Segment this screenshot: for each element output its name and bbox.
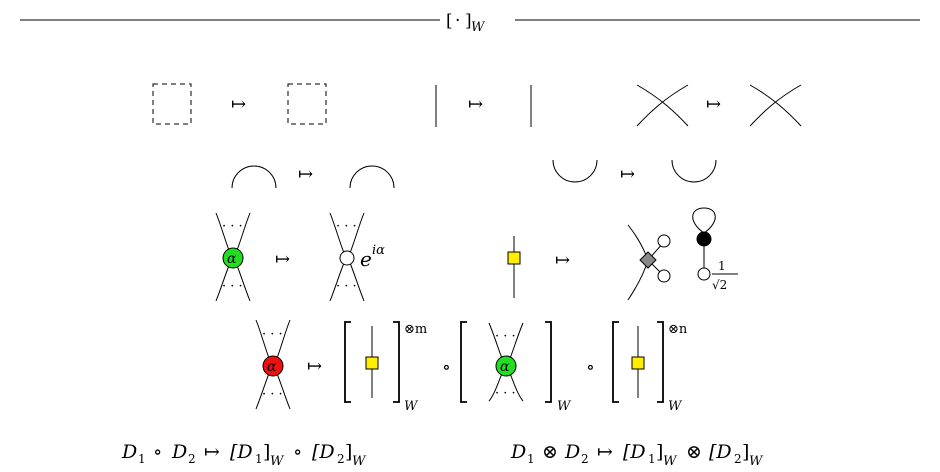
scalar-diagram: 1 √2 bbox=[692, 207, 738, 292]
phase-exp: iα bbox=[372, 243, 385, 258]
dots-bottom-3: · · · bbox=[262, 387, 283, 402]
r1-s2: 2 bbox=[188, 452, 196, 466]
r1-op2: ∘ bbox=[293, 441, 302, 463]
phase-base: e bbox=[360, 247, 372, 271]
r1-lb2: [D bbox=[312, 441, 335, 463]
r2-lb1: [D bbox=[623, 441, 646, 463]
white-node-top bbox=[657, 234, 671, 248]
r1-rb2: ] bbox=[345, 441, 352, 463]
arrow-row3-b: ↦ bbox=[555, 250, 570, 271]
cap-right bbox=[349, 165, 395, 189]
tensor-n: ⊗n bbox=[668, 322, 688, 337]
dots-top-2: · · · bbox=[336, 219, 357, 234]
green-spider-label-2: α bbox=[500, 359, 510, 375]
r2-rb1: ] bbox=[656, 441, 663, 463]
norm-num: 1 bbox=[718, 259, 726, 273]
r2-lb2: [D bbox=[709, 441, 732, 463]
bracket-green-spider: · · · · · · α bbox=[460, 321, 552, 403]
r1-d2: D bbox=[171, 441, 187, 463]
r1-lb1: [D bbox=[230, 441, 253, 463]
r1-w2: W bbox=[352, 454, 367, 469]
bracket-hadamard-1 bbox=[344, 321, 400, 403]
r2-ls1: 1 bbox=[648, 452, 656, 466]
dots-top: · · · bbox=[222, 219, 243, 234]
r2-ls2: 2 bbox=[734, 452, 742, 466]
r2-op: ⊗ bbox=[542, 441, 558, 463]
arrow-row2-a: ↦ bbox=[298, 164, 313, 185]
green-spider: · · · · · · α bbox=[215, 212, 251, 302]
svg-text:· · ·: · · · bbox=[495, 386, 516, 401]
norm-den: √2 bbox=[712, 278, 727, 292]
r1-ls2: 2 bbox=[337, 452, 345, 466]
title-rbr: ] bbox=[465, 11, 472, 31]
r2-s2: 2 bbox=[581, 452, 589, 466]
white-node-bottom bbox=[657, 269, 671, 283]
r1-map: ↦ bbox=[204, 441, 220, 463]
gray-diamond bbox=[639, 251, 657, 269]
hadamard-box bbox=[507, 251, 521, 265]
black-node bbox=[696, 231, 712, 247]
empty-box-right bbox=[287, 83, 327, 125]
compose-2: ∘ bbox=[586, 357, 595, 378]
r2-w1: W bbox=[663, 454, 678, 469]
title-dot: · bbox=[455, 11, 460, 31]
cup-right bbox=[671, 159, 717, 183]
sub-w-2: W bbox=[557, 399, 572, 414]
r2-d2: D bbox=[564, 441, 580, 463]
r2-d1: D bbox=[510, 441, 526, 463]
bracket-hadamard-2 bbox=[612, 321, 664, 403]
title-lbr: [ bbox=[446, 11, 453, 31]
swap-left bbox=[636, 84, 689, 127]
green-spider-node bbox=[222, 247, 244, 269]
red-spider: · · · · · · α bbox=[255, 319, 291, 410]
hadamard-decomposition bbox=[627, 224, 671, 301]
dots-bottom: · · · bbox=[222, 279, 243, 294]
r2-op2: ⊗ bbox=[686, 441, 702, 463]
white-spider-node bbox=[339, 250, 355, 266]
red-spider-node bbox=[262, 355, 284, 377]
empty-box-left bbox=[152, 83, 192, 125]
dots-top-3: · · · bbox=[262, 327, 283, 342]
svg-text:· · ·: · · · bbox=[495, 329, 516, 344]
r2-s1: 1 bbox=[527, 452, 535, 466]
red-spider-label: α bbox=[267, 359, 277, 375]
compose-1: ∘ bbox=[442, 357, 451, 378]
rule-composition: D 1 ∘ D 2 ↦ [D 1 ] W ∘ [D 2 ] W bbox=[121, 441, 367, 469]
white-spider: · · · · · · bbox=[329, 212, 365, 302]
r2-map: ↦ bbox=[597, 441, 613, 463]
r1-d1: D bbox=[121, 441, 137, 463]
arrow-row1-c: ↦ bbox=[706, 94, 721, 115]
tensor-m: ⊗m bbox=[404, 322, 427, 337]
sub-w-1: W bbox=[404, 399, 419, 414]
green-spider-label: α bbox=[227, 251, 237, 267]
arrow-row2-b: ↦ bbox=[620, 164, 635, 185]
r2-w2: W bbox=[749, 454, 764, 469]
dots-bottom-2: · · · bbox=[336, 279, 357, 294]
title-rule: [ · ] W bbox=[20, 11, 920, 35]
swap-right bbox=[749, 84, 802, 127]
r2-rb2: ] bbox=[742, 441, 749, 463]
arrow-row3-a: ↦ bbox=[275, 249, 290, 270]
rule-tensor: D 1 ⊗ D 2 ↦ [D 1 ] W ⊗ [D 2 ] W bbox=[510, 441, 764, 469]
r1-w1: W bbox=[270, 454, 285, 469]
r1-rb1: ] bbox=[263, 441, 270, 463]
white-node-scalar bbox=[697, 267, 711, 281]
arrow-row1-b: ↦ bbox=[468, 94, 483, 115]
sub-w-3: W bbox=[668, 399, 683, 414]
r1-ls1: 1 bbox=[255, 452, 263, 466]
cap-left bbox=[231, 165, 277, 189]
r1-op: ∘ bbox=[153, 441, 162, 463]
cup-left bbox=[552, 159, 598, 183]
arrow-row4: ↦ bbox=[307, 356, 322, 377]
title-sub: W bbox=[471, 20, 486, 35]
arrow-row1-a: ↦ bbox=[231, 94, 246, 115]
r1-s1: 1 bbox=[138, 452, 146, 466]
